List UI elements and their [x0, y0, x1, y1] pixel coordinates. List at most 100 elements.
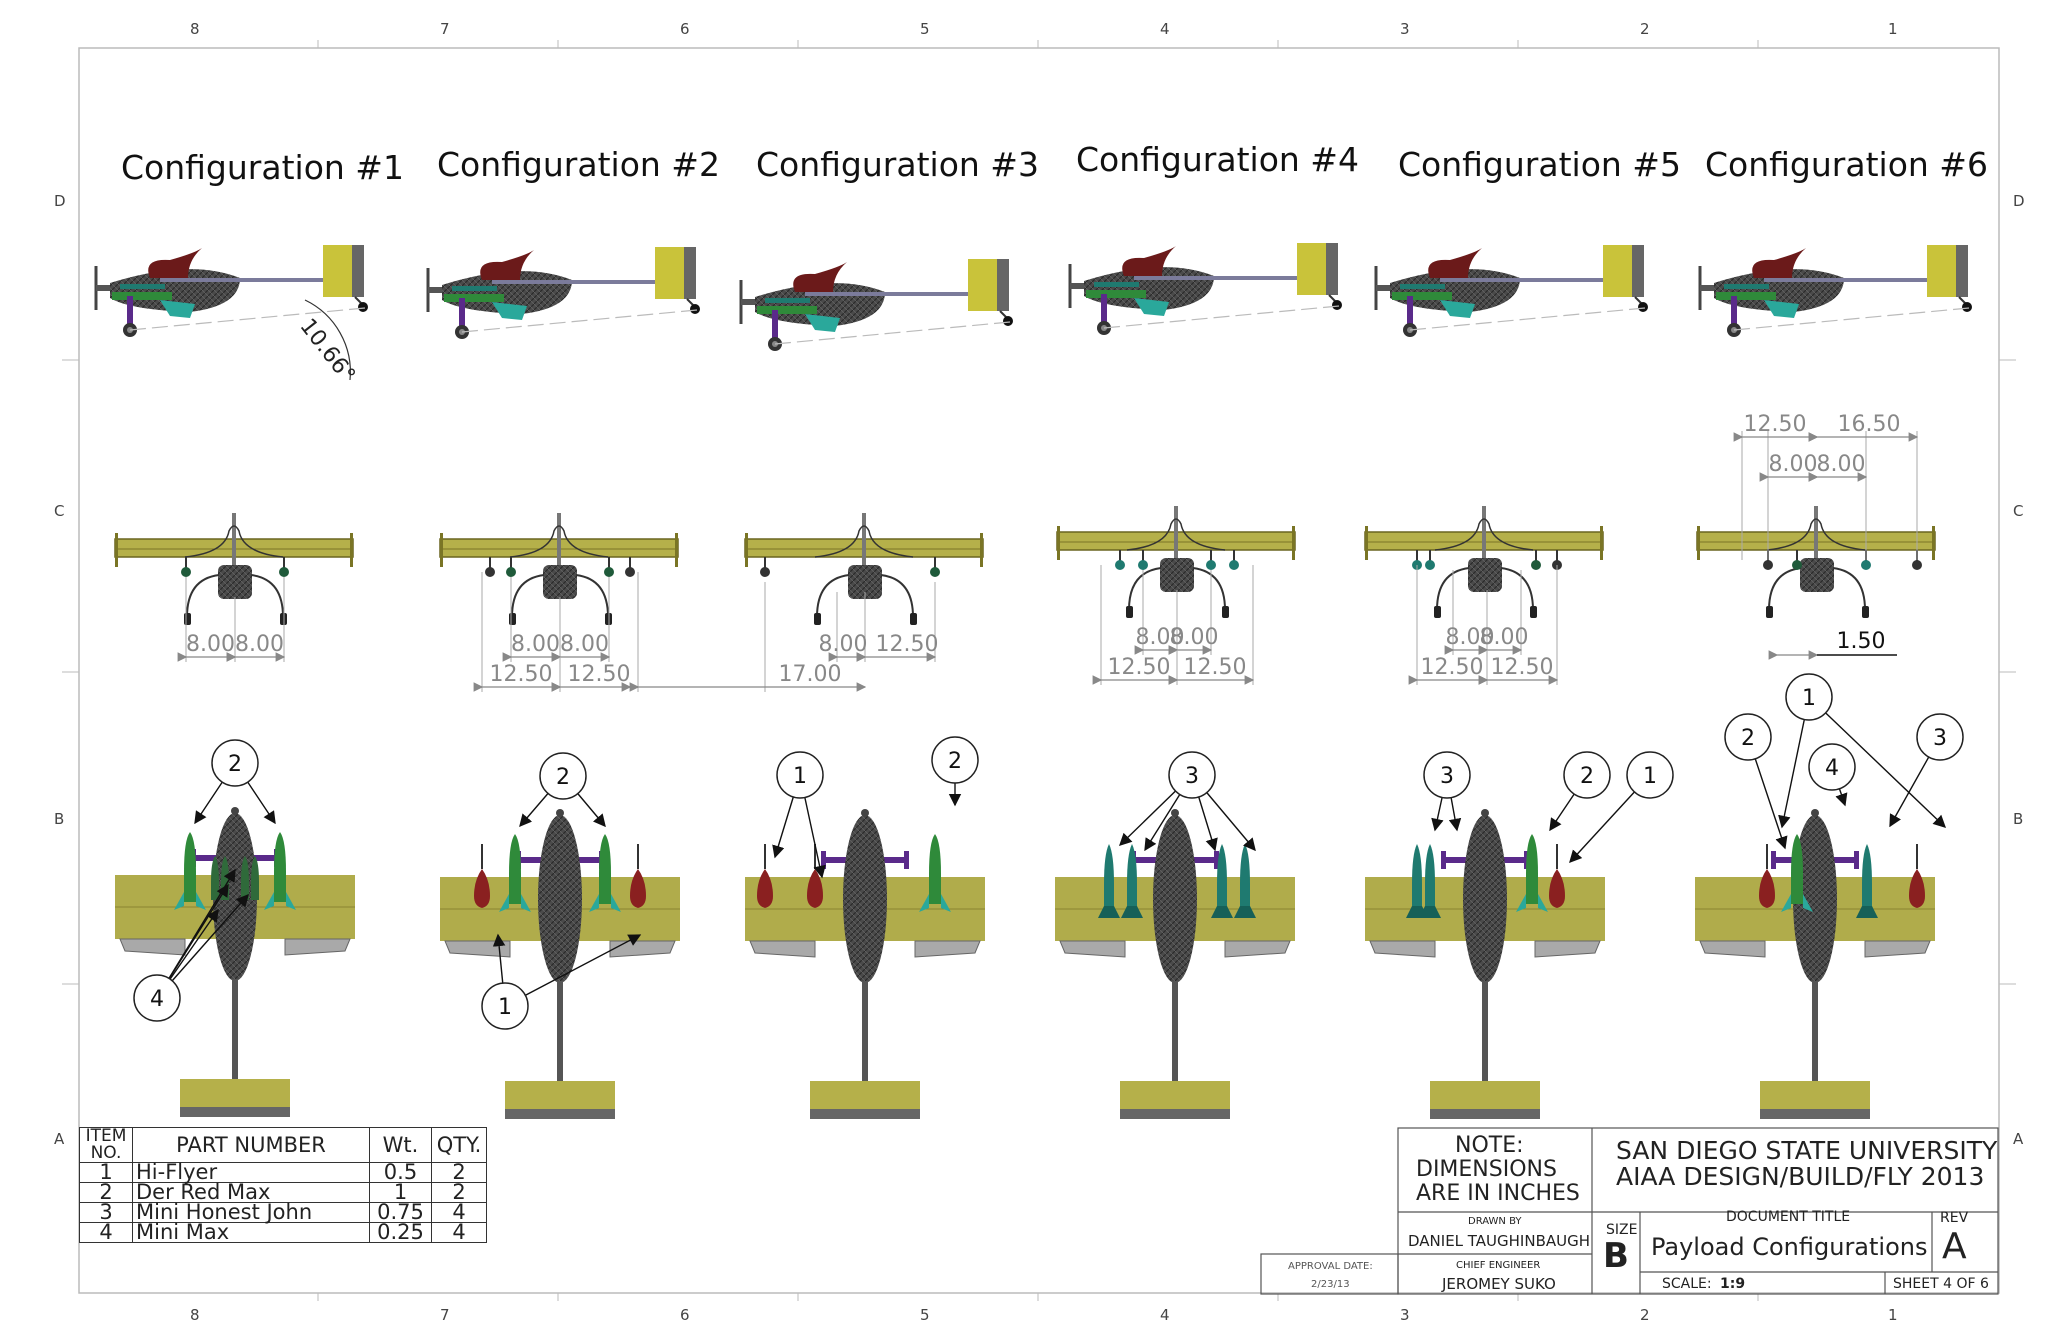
scale-value: 1:9 [1720, 1276, 1746, 1292]
zone-label-row-A-left: A [54, 1130, 65, 1148]
zone-label-row-D-left: D [54, 192, 66, 210]
zone-label-col-4-top: 4 [1160, 20, 1170, 38]
front-store [1763, 560, 1773, 570]
callout-balloon [1724, 713, 1772, 761]
callout-balloon [1423, 751, 1471, 799]
drawn-by-label: DRAWN BY [1468, 1216, 1522, 1227]
zone-label-col-3-bottom: 3 [1400, 1306, 1410, 1324]
zone-label-col-1-top: 1 [1888, 20, 1898, 38]
document-title: Payload Configurations [1651, 1233, 1928, 1261]
drawn-by-name: DANIEL TAUGHINBAUGH [1408, 1232, 1591, 1250]
zone-label-col-6-bottom: 6 [680, 1306, 690, 1324]
bom-row: 4 Mini Max 0.25 4 [79, 1222, 487, 1243]
zone-label-col-7-top: 7 [440, 20, 450, 38]
callout-balloon [211, 739, 259, 787]
callout-balloon [1168, 751, 1216, 799]
chief-engineer-label: CHIEF ENGINEER [1456, 1260, 1541, 1271]
approval-date: 2/23/13 [1311, 1279, 1350, 1290]
zone-label-col-5-bottom: 5 [920, 1306, 930, 1324]
callout-number: 4 [1825, 756, 1839, 781]
callout-balloon [1563, 751, 1611, 799]
front-store [930, 567, 940, 577]
config-title-5: Configuration #5 [1398, 145, 1681, 184]
front-dimension-outer: 12.50 [1108, 655, 1171, 680]
front-store [1229, 560, 1239, 570]
org-line-2: AIAA DESIGN/BUILD/FLY 2013 [1616, 1162, 1985, 1191]
document-title-label: DOCUMENT TITLE [1726, 1209, 1851, 1225]
leader-line [504, 934, 642, 1007]
front-dimension-outer: 12.50 [568, 662, 631, 687]
zone-label-row-C-left: C [54, 502, 65, 520]
bom-part: Mini Honest John [132, 1202, 370, 1223]
zone-label-col-1-bottom: 1 [1888, 1306, 1898, 1324]
front-store [1912, 560, 1922, 570]
callout-number: 1 [1643, 764, 1657, 789]
callout-number: 2 [228, 752, 242, 777]
zone-label-col-3-top: 3 [1400, 20, 1410, 38]
bom-header-qty: QTY. [431, 1127, 487, 1163]
angle-arc [304, 299, 351, 381]
bom-qty: 2 [431, 1162, 487, 1183]
bom-row: 1 Hi-Flyer 0.5 2 [79, 1162, 487, 1183]
front-store [760, 567, 770, 577]
note-line-3: ARE IN INCHES [1416, 1181, 1580, 1206]
bom-part: Mini Max [132, 1222, 370, 1243]
callout-balloon [1626, 751, 1674, 799]
zone-label-col-5-top: 5 [920, 20, 930, 38]
front-dimension-outer: 12.50 [1491, 655, 1554, 680]
zone-label-row-B-right: B [2013, 810, 2024, 828]
front-dimension-outer: 16.50 [1838, 412, 1901, 437]
zone-label-row-D-right: D [2013, 192, 2025, 210]
front-store [1115, 560, 1125, 570]
zone-label-col-2-bottom: 2 [1640, 1306, 1650, 1324]
front-dimension: 8.00 [1769, 452, 1818, 477]
front-dimension: 8.00 [819, 632, 868, 657]
zone-label-col-8-bottom: 8 [190, 1306, 200, 1324]
callout-number: 4 [150, 987, 164, 1012]
bill-of-materials: ITEM NO. PART NUMBER Wt. QTY. 1 Hi-Flyer… [79, 1127, 487, 1243]
front-dimension-outer: 17.00 [779, 662, 842, 687]
zone-label-col-6-top: 6 [680, 20, 690, 38]
front-dimension: 12.50 [876, 632, 939, 657]
zone-label-row-C-right: C [2013, 502, 2024, 520]
zone-label-row-A-right: A [2013, 1130, 2024, 1148]
size-label: SIZE [1606, 1222, 1638, 1238]
front-store [181, 567, 191, 577]
callout-number: 2 [1741, 726, 1755, 751]
front-dimension: 8.00 [1480, 625, 1529, 650]
scale-label: SCALE: [1662, 1276, 1712, 1292]
zone-label-col-7-bottom: 7 [440, 1306, 450, 1324]
callout-balloon [133, 974, 181, 1022]
front-dimension: 8.00 [1446, 625, 1495, 650]
leader-line [1808, 696, 1947, 828]
front-store [1792, 560, 1802, 570]
config-title-1: Configuration #1 [121, 148, 404, 187]
bom-wt: 0.25 [369, 1222, 432, 1243]
bom-item: 4 [79, 1222, 133, 1243]
front-dimension-outer: 12.50 [490, 662, 553, 687]
front-store [625, 567, 635, 577]
zone-label-col-8-top: 8 [190, 20, 200, 38]
front-dimension: 8.00 [560, 632, 609, 657]
callout-number: 1 [1802, 686, 1816, 711]
callout-number: 2 [1580, 764, 1594, 789]
config-title-4: Configuration #4 [1076, 140, 1359, 179]
callout-balloon [481, 982, 529, 1030]
bom-item: 1 [79, 1162, 133, 1183]
callout-balloon [931, 736, 979, 784]
front-store [506, 567, 516, 577]
callout-number: 1 [793, 764, 807, 789]
front-store [1138, 560, 1148, 570]
front-store [1861, 560, 1871, 570]
zone-label-row-B-left: B [54, 810, 65, 828]
front-store [1425, 560, 1435, 570]
zone-label-col-4-bottom: 4 [1160, 1306, 1170, 1324]
callout-balloon [1916, 713, 1964, 761]
callout-balloon [1785, 673, 1833, 721]
